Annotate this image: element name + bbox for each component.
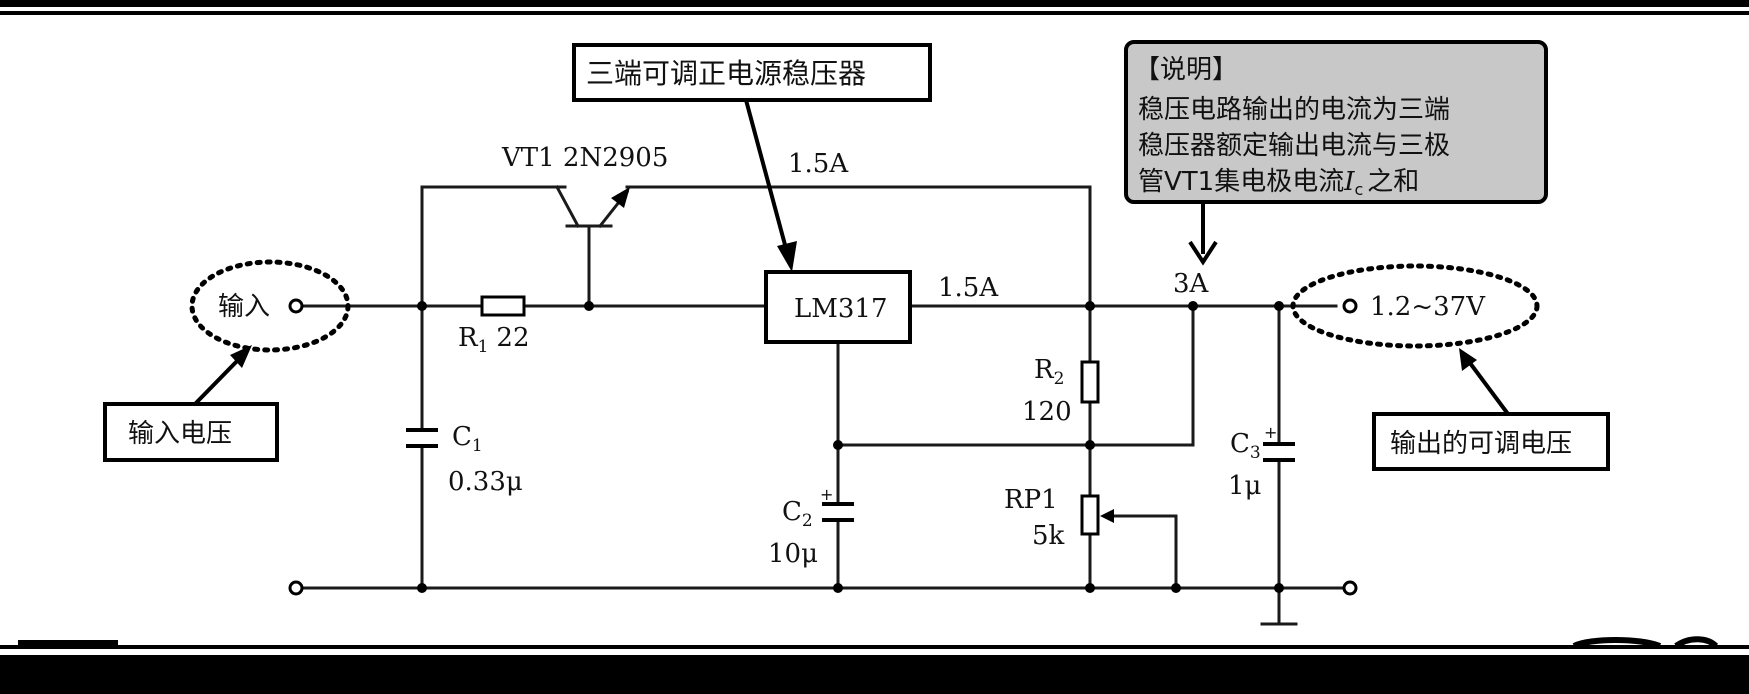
regulator-callout-box: [572, 43, 932, 102]
transistor-vt1: [554, 184, 630, 229]
bottom-border: [0, 655, 1749, 694]
ic-lm317-box: [764, 270, 912, 344]
top-border: [0, 0, 1749, 7]
output-callout-text: 输出的可调电压: [1390, 429, 1572, 459]
regulator-arrow-icon: [777, 241, 797, 272]
note-line-2: 稳压器额定输出电流与三极: [1138, 131, 1450, 161]
note-line-3-end: 之和: [1367, 167, 1419, 197]
note-ic-subscript: c: [1355, 180, 1364, 199]
bottom-border-thin: [0, 645, 1749, 649]
current-top-label: 1.5A: [788, 149, 849, 179]
note-title: 【说明】: [1134, 55, 1238, 85]
wires: [294, 185, 1352, 626]
rp1-label: RP1: [1004, 485, 1058, 515]
regulator-callout-text: 三端可调正电源稳压器: [586, 57, 866, 90]
input-label: 输入: [218, 292, 270, 322]
c2-label: C2: [782, 497, 813, 531]
c3-plus-sign: +: [1264, 423, 1277, 442]
top-border-thin: [0, 11, 1749, 15]
bottom-left-bar: [18, 640, 118, 646]
capacitor-c3: [1263, 442, 1295, 462]
ic-label: LM317: [794, 294, 888, 324]
c1-label: C1: [452, 422, 483, 456]
capacitor-c1: [406, 428, 438, 448]
current-total-label: 3A: [1173, 269, 1210, 299]
input-terminal: [288, 298, 304, 314]
callout-arrows: [193, 99, 1510, 416]
c3-label: C3: [1230, 429, 1261, 463]
emitter-arrow-icon: [611, 187, 630, 208]
r2-value: 120: [1022, 397, 1072, 427]
note-box: [1124, 40, 1548, 204]
output-terminal: [1342, 298, 1358, 314]
output-highlight-ellipse: [1290, 263, 1540, 349]
transistor-label: VT1 2N2905: [501, 143, 668, 173]
ground-terminal-left: [288, 580, 304, 596]
resistor-r2: [1080, 360, 1100, 404]
c3-value: 1μ: [1228, 471, 1261, 501]
c2-value: 10μ: [768, 539, 818, 569]
ground-terminal-right: [1342, 580, 1358, 596]
input-arrow-icon: [230, 345, 252, 368]
rp1-value: 5k: [1032, 521, 1065, 551]
input-callout-box: [103, 402, 279, 462]
note-arrow-icon: [1188, 240, 1218, 266]
decorative-scribble: [1572, 636, 1719, 649]
resistor-r1: [480, 295, 526, 317]
output-callout-box: [1372, 412, 1610, 471]
current-mid-label: 1.5A: [938, 273, 999, 303]
wiper-arrow-icon: [1100, 509, 1114, 523]
output-voltage-label: 1.2~37V: [1370, 292, 1486, 322]
note-ic-symbol: I: [1343, 167, 1355, 197]
junction-nodes: [417, 301, 1284, 593]
c2-plus-sign: +: [820, 485, 833, 504]
output-arrow-icon: [1459, 348, 1477, 371]
note-line-1: 稳压电路输出的电流为三端: [1138, 95, 1450, 125]
potentiometer-rp1: [1080, 494, 1100, 536]
capacitor-c2: [822, 502, 854, 522]
input-highlight-ellipse: [189, 259, 351, 353]
note-line-3-start: 管VT1集电极电流: [1138, 167, 1344, 197]
c1-value: 0.33μ: [448, 467, 523, 497]
input-callout-text: 输入电压: [128, 419, 232, 449]
r2-label: R2: [1034, 355, 1064, 389]
